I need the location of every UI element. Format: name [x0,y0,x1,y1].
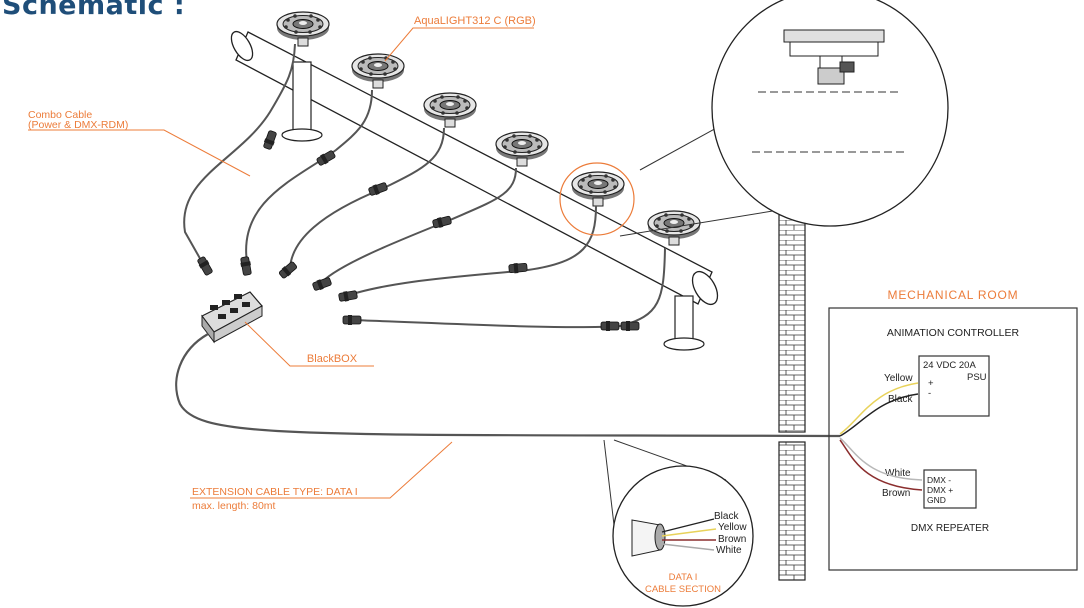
cable-section-subtitle: CABLE SECTION [645,584,721,595]
section-label-white: White [716,545,742,556]
pipe-support-right [663,295,705,351]
psu-rating: 24 VDC 20A [923,360,976,371]
animation-controller-label: ANIMATION CONTROLLER [887,327,1020,339]
fixture-4 [495,131,549,167]
pipe [230,30,719,306]
dmx-minus-terminal: DMX - [927,475,951,485]
cable-section-title: DATA I [669,572,698,583]
fixture-2 [351,53,405,89]
wire-label-white: White [885,468,911,479]
fixture-model-label: AquaLIGHT312 C (RGB) [414,15,536,27]
dmx-wires [839,437,923,491]
section-label-yellow: Yellow [718,522,747,533]
extension-cable-length: max. length: 80mt [192,500,276,512]
blackbox-device [201,291,263,344]
fixture-6 [647,210,701,246]
extension-cable [175,333,841,438]
blackbox-label: BlackBOX [307,353,358,365]
mechanical-room-box [828,307,1078,571]
dmx-plus-terminal: DMX + [927,485,953,495]
dmx-repeater-label: DMX REPEATER [911,523,989,534]
pipe-support-left [281,61,323,142]
combo-cable-label: Combo Cable [28,109,92,121]
extension-cable-label: EXTENSION CABLE TYPE: DATA I [192,486,358,498]
fixture-3 [423,92,477,128]
callout-lines [28,27,534,499]
brick-wall [778,209,806,581]
psu-label: PSU [967,372,987,383]
combo-cable-sublabel: (Power & DMX-RDM) [28,119,128,131]
wire-label-black: Black [888,394,913,405]
psu-plus: + [928,378,934,389]
psu-minus: - [928,388,931,399]
fixture-1 [276,11,330,47]
detail-zoom-circle [559,0,949,237]
mechanical-room-label: MECHANICAL ROOM [888,288,1019,302]
wire-label-brown: Brown [882,488,910,499]
psu-box [918,355,990,417]
section-label-black: Black [714,511,739,522]
gnd-terminal: GND [927,495,946,505]
dmx-repeater-box [923,469,977,509]
wire-label-yellow: Yellow [884,373,913,384]
section-label-brown: Brown [718,534,746,545]
cable-section-zoom [603,439,754,607]
fixture-5 [571,171,625,207]
diagram-title: Schematic : [2,0,186,21]
psu-wires [839,382,919,437]
